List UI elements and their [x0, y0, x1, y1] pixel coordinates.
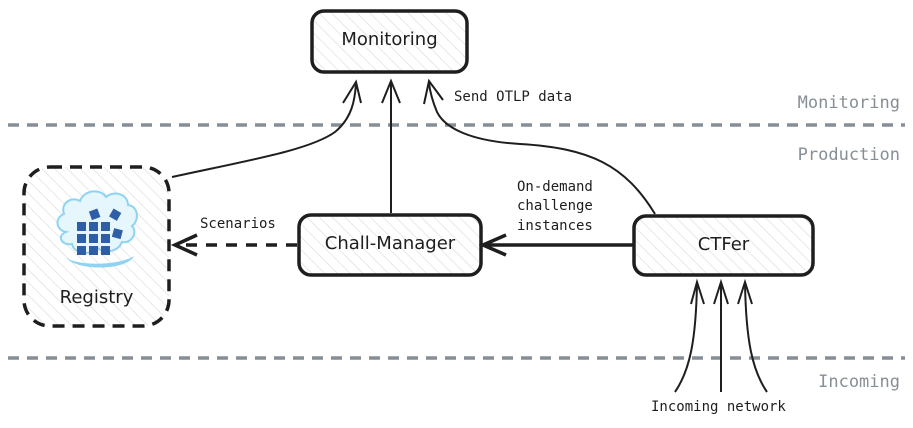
arrowhead-registry-monitoring [342, 79, 362, 104]
arrowhead-chall-manager-monitoring [381, 78, 401, 104]
registry-cloud-icon [56, 190, 138, 268]
arrowhead-ctfer-monitoring [423, 78, 444, 105]
arrowhead-chall-manager-registry [170, 233, 198, 257]
incoming-network-label: Incoming network [651, 399, 786, 415]
monitoring-label: Monitoring [341, 29, 438, 50]
arrowhead-ctfer-chall-manager [478, 233, 507, 257]
arrowhead-incoming-center [713, 278, 729, 305]
edge-incoming-left [674, 282, 698, 393]
on-demand-line-3: instances [517, 218, 593, 234]
zone-label-incoming: Incoming [818, 372, 900, 392]
registry-label: Registry [59, 287, 134, 308]
monitoring-node[interactable] [310, 9, 469, 74]
chall-manager-node[interactable] [297, 213, 483, 277]
ctfer-node[interactable] [632, 214, 815, 277]
send-otlp-label: Send OTLP data [454, 89, 573, 105]
arrowhead-incoming-right [737, 278, 753, 305]
ctfer-label: CTFer [697, 234, 750, 255]
arrowhead-incoming-left [690, 278, 705, 305]
edge-incoming-right [744, 282, 768, 393]
chall-manager-label: Chall-Manager [324, 233, 456, 254]
zone-label-production: Production [797, 145, 900, 165]
scenarios-label: Scenarios [200, 216, 276, 232]
edge-ctfer-to-monitoring [428, 82, 656, 215]
on-demand-line-1: On-demand [517, 179, 593, 195]
edge-registry-to-monitoring [171, 82, 357, 178]
on-demand-line-2: challenge [517, 198, 593, 214]
zone-label-monitoring: Monitoring [797, 93, 900, 113]
